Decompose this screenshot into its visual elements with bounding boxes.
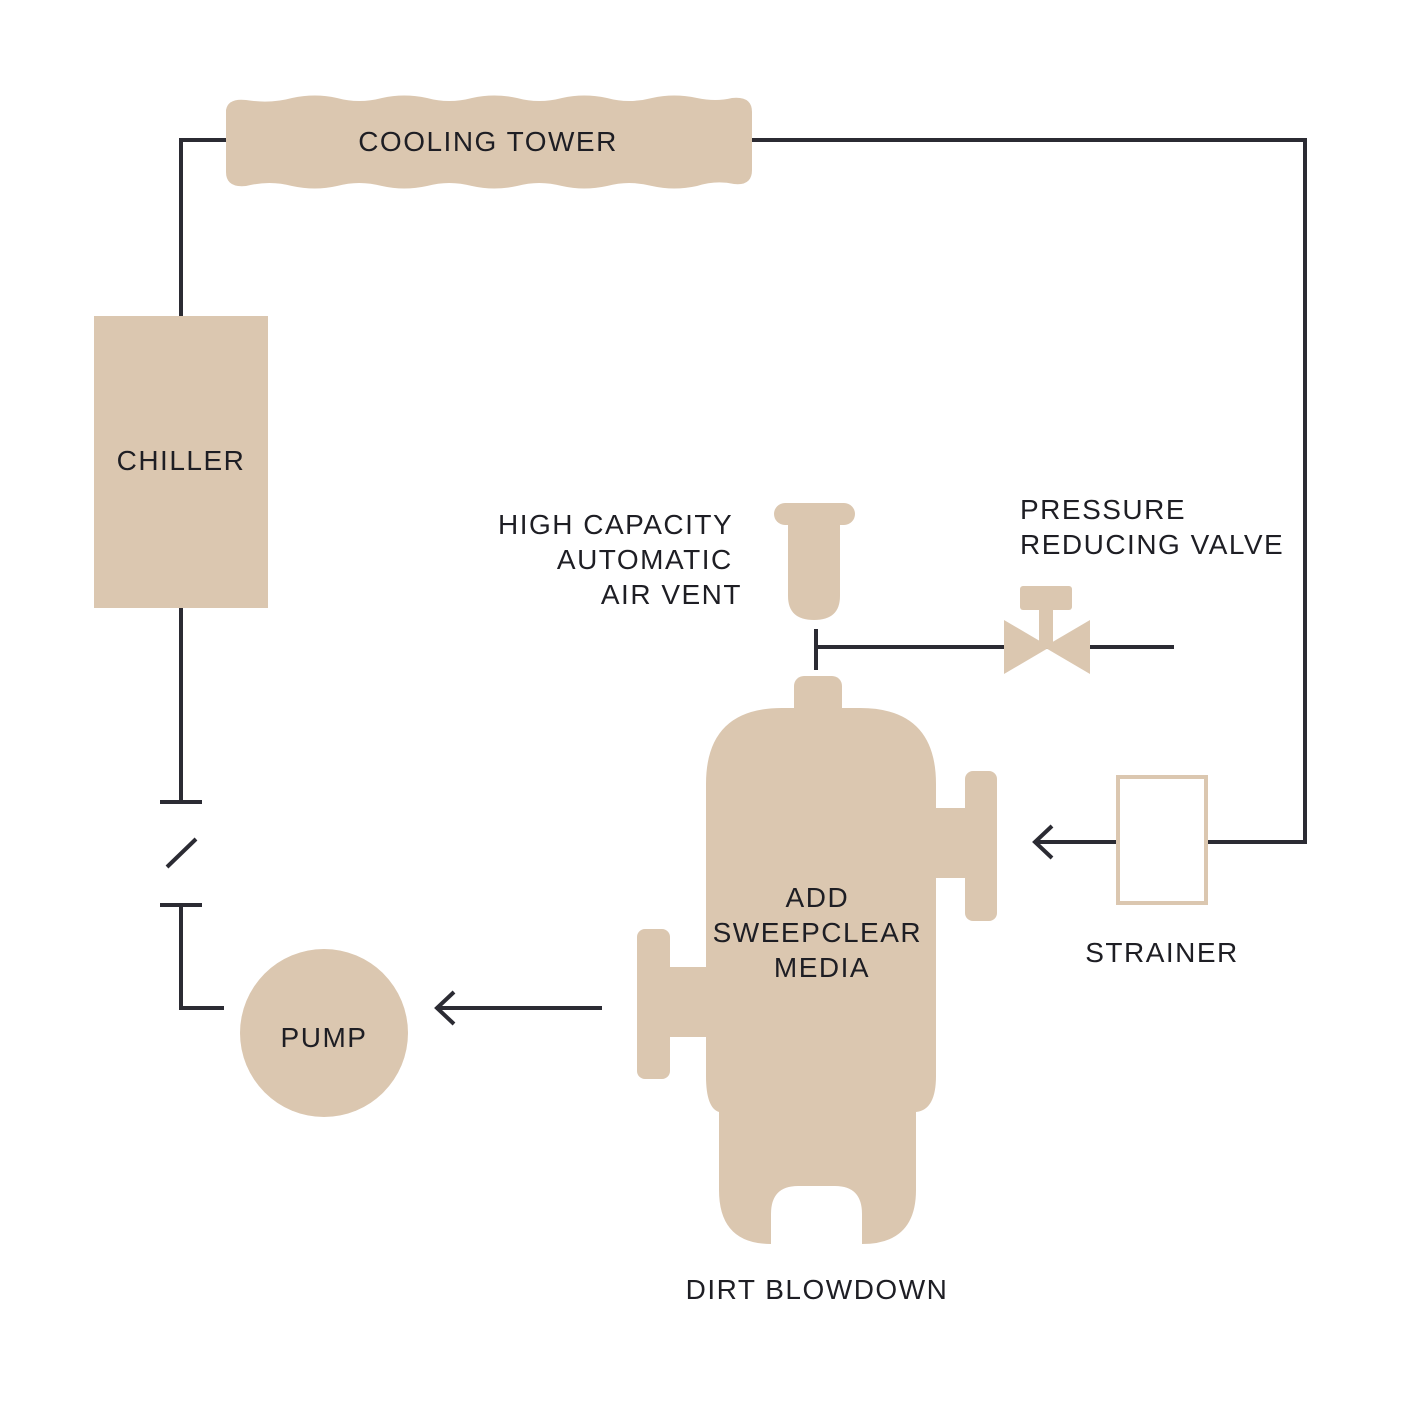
pipe-break-to-pump xyxy=(179,905,224,1010)
strainer-label: STRAINER xyxy=(1085,937,1239,968)
pump: PUMP xyxy=(240,949,408,1117)
valve-body-right xyxy=(1044,620,1090,674)
air-vent-label-line-1: HIGH CAPACITY xyxy=(498,509,733,540)
valve-stem xyxy=(1039,608,1053,646)
prv-label-line-1: PRESSURE xyxy=(1020,494,1186,525)
air-vent-label-line-3: AIR VENT xyxy=(601,579,742,610)
chiller-label: CHILLER xyxy=(117,445,246,476)
cooling-tower-label: COOLING TOWER xyxy=(358,126,618,157)
pipe-chiller-to-tower xyxy=(179,138,226,316)
cooling-tower-body xyxy=(226,95,752,189)
separator-label-line-1: ADD xyxy=(786,882,850,913)
cooling-tower: COOLING TOWER xyxy=(226,95,752,189)
separator-inlet-flange xyxy=(965,771,997,921)
air-vent-body xyxy=(788,515,840,620)
prv-label-line-2: REDUCING VALVE xyxy=(1020,529,1284,560)
flow-arrow-into-pump xyxy=(434,990,456,1026)
separator-label-line-3: MEDIA xyxy=(774,952,870,983)
valve-body-left xyxy=(1004,620,1050,674)
flow-arrow-into-separator xyxy=(1032,824,1054,860)
dirt-blowdown-label: DIRT BLOWDOWN xyxy=(686,1274,949,1305)
separator-label: ADD SWEEPCLEAR MEDIA xyxy=(713,882,932,983)
separator: ADD SWEEPCLEAR MEDIA DIRT BLOWDOWN xyxy=(637,676,997,1305)
pressure-reducing-valve: PRESSURE REDUCING VALVE xyxy=(1004,494,1284,674)
pipe-break-symbol xyxy=(165,837,198,869)
strainer-body xyxy=(1116,775,1208,905)
chiller-body xyxy=(94,316,268,608)
air-vent-label: HIGH CAPACITY AUTOMATIC AIR VENT xyxy=(498,509,742,610)
separator-inlet-nozzle xyxy=(930,808,970,878)
prv-label: PRESSURE REDUCING VALVE xyxy=(1020,494,1284,560)
separator-vessel xyxy=(706,708,936,1244)
air-vent-label-line-2: AUTOMATIC xyxy=(557,544,733,575)
chiller: CHILLER xyxy=(94,316,268,608)
strainer: STRAINER xyxy=(1085,775,1239,968)
separator-outlet-nozzle xyxy=(664,967,710,1037)
pipe-tower-to-strainer xyxy=(752,138,1307,844)
separator-label-line-2: SWEEPCLEAR xyxy=(713,917,923,948)
air-vent: HIGH CAPACITY AUTOMATIC AIR VENT xyxy=(498,503,855,620)
pump-label: PUMP xyxy=(281,1022,368,1053)
piping xyxy=(160,138,1307,1026)
valve-handwheel xyxy=(1020,586,1072,610)
separator-outlet-flange xyxy=(637,929,670,1079)
pump-body xyxy=(240,949,408,1117)
